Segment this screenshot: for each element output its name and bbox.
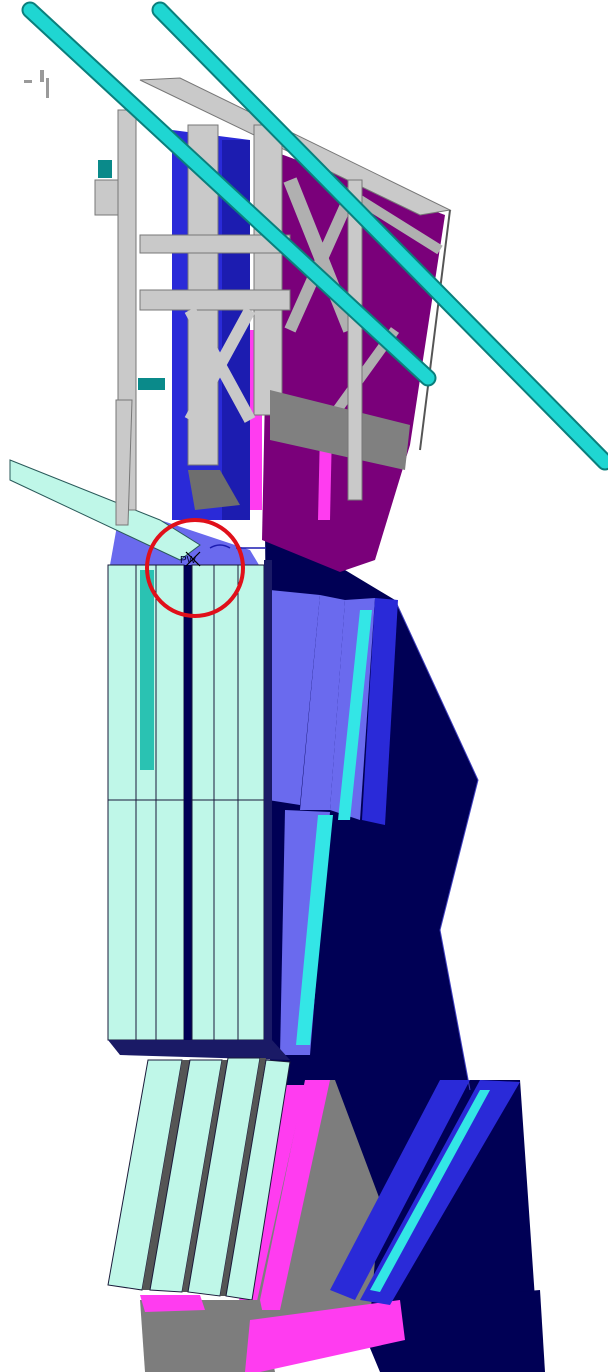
mint-module-4 <box>184 565 192 800</box>
mint-module-13 <box>213 799 239 1041</box>
mint-module-9 <box>135 799 157 1041</box>
mint-column-shadow <box>264 560 272 1045</box>
cyan-pipe-left <box>23 3 435 385</box>
red-highlight-circle <box>145 518 245 618</box>
cyan-diagonal-strip <box>370 1090 490 1292</box>
small-blue-marks <box>209 544 266 549</box>
top-left-specks <box>24 70 49 98</box>
teal-bracket-2 <box>138 378 165 390</box>
mint-module-teal <box>140 570 154 770</box>
grey-column-right <box>253 124 283 416</box>
mint-bottom-base <box>108 1040 290 1060</box>
annotation-label: PW <box>180 555 197 566</box>
grey-lower-frame <box>270 390 410 470</box>
grey-gap-3 <box>220 1058 266 1296</box>
cyan-strip-1 <box>338 610 372 820</box>
mint-module-5 <box>191 564 215 801</box>
grey-gap-1 <box>142 1060 190 1290</box>
navy-bottom-fill <box>420 1290 545 1372</box>
grey-brace-5 <box>357 195 443 255</box>
cyan-pipe-right <box>153 3 608 469</box>
cyan-strip-2 <box>296 815 333 1045</box>
blue-diagonal-bar-1 <box>330 1080 470 1300</box>
grey-panel-bottom <box>140 1300 275 1372</box>
lower-panels <box>107 1057 520 1372</box>
mint-module-11 <box>184 800 192 1040</box>
teal-bracket <box>98 160 112 178</box>
magenta-panel-2 <box>258 1080 330 1310</box>
grey-left-stalk <box>115 399 133 526</box>
cyan-pipes <box>21 1 608 471</box>
grey-crossbar-2 <box>139 289 291 311</box>
highlight-annotation: PW <box>145 518 266 618</box>
grey-gap-2 <box>182 1060 228 1292</box>
blue-slab-1 <box>362 598 398 825</box>
grey-brace-2 <box>184 307 256 423</box>
periwinkle-slab-1 <box>300 595 345 810</box>
mint-module-10 <box>155 799 185 1041</box>
mint-module-3 <box>155 564 185 801</box>
mint-module-8 <box>107 799 137 1041</box>
grey-bottom-foot <box>188 470 240 510</box>
mint-module-14 <box>237 799 265 1041</box>
mint-column <box>107 520 290 1060</box>
grey-bracket-left <box>94 179 119 216</box>
blue-slabs <box>268 590 398 1055</box>
mint-module-6 <box>213 564 239 801</box>
upper-structure <box>94 77 452 572</box>
navy-edge-line <box>394 599 479 1091</box>
mint-module-7 <box>237 564 265 801</box>
grey-frame-outline <box>419 209 451 451</box>
magenta-bottom-bar <box>245 1300 405 1372</box>
magenta-bottom-left <box>140 1295 205 1312</box>
mint-module-1 <box>107 564 137 801</box>
grey-vertical-post <box>347 179 363 501</box>
pale-diagonal-beam <box>9 459 201 561</box>
mint-module-12 <box>191 799 215 1041</box>
periwinkle-slab-4 <box>268 590 320 805</box>
crosshair-icon <box>185 551 201 567</box>
